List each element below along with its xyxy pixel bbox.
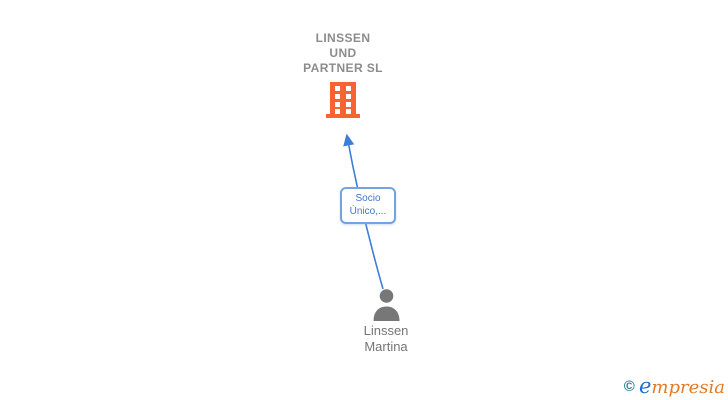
- company-name-line: PARTNER SL: [303, 61, 383, 75]
- company-name: LINSSEN UND PARTNER SL: [253, 31, 433, 76]
- empresia-logo: © empresia: [624, 374, 725, 398]
- company-name-line: UND: [329, 46, 357, 60]
- company-node[interactable]: LINSSEN UND PARTNER SL: [253, 31, 433, 119]
- edge-label-line: Socio: [355, 193, 381, 204]
- brand-rest: mpresia: [651, 377, 725, 398]
- edge-label[interactable]: Socio Único,...: [340, 187, 396, 224]
- person-name: Linssen Martina: [296, 323, 476, 355]
- copyright-icon: ©: [623, 378, 635, 395]
- person-node[interactable]: Linssen Martina: [296, 288, 476, 355]
- brand-wordmark: empresia: [638, 374, 725, 398]
- company-name-line: LINSSEN: [315, 31, 371, 45]
- brand-first-letter: e: [638, 374, 652, 398]
- person-icon[interactable]: [296, 288, 476, 321]
- person-name-line: Martina: [364, 339, 408, 354]
- edge-label-line: Único,...: [349, 206, 387, 217]
- person-name-line: Linssen: [363, 323, 409, 338]
- building-icon[interactable]: [253, 82, 433, 119]
